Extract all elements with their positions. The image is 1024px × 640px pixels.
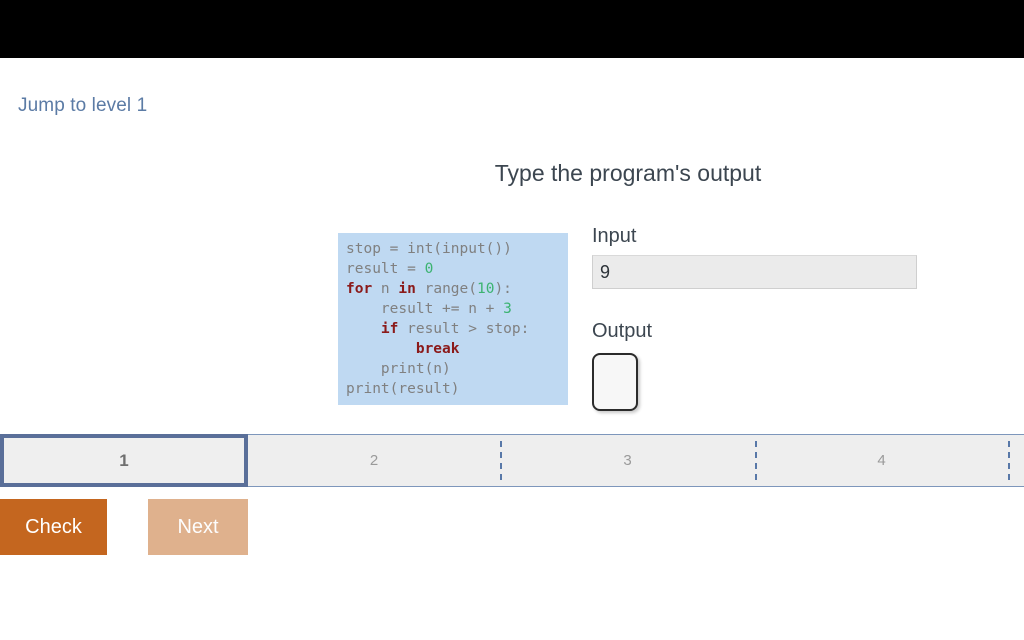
- code-line: result = 0: [346, 261, 434, 277]
- code-line: for n in range(10):: [346, 281, 512, 297]
- output-textarea[interactable]: [592, 353, 638, 411]
- level-segment-1[interactable]: 1: [0, 434, 248, 487]
- code-keyword-break: break: [415, 341, 460, 357]
- code-line: result += n + 3: [346, 301, 512, 317]
- jump-to-level-link[interactable]: Jump to level 1: [18, 95, 148, 116]
- input-label: Input: [592, 225, 637, 247]
- level-segment-4[interactable]: 4: [755, 434, 1008, 487]
- level-segment-label: 2: [369, 452, 379, 469]
- code-line: break: [346, 341, 460, 357]
- level-segment-next-partial[interactable]: [1008, 434, 1024, 487]
- code-block: stop = int(input()) result = 0 for n in …: [338, 233, 568, 405]
- page-title: Type the program's output: [494, 160, 762, 186]
- code-line: stop = int(input()): [346, 241, 512, 257]
- code-keyword-in: in: [398, 281, 416, 297]
- code-number: 3: [503, 301, 512, 317]
- level-segment-3[interactable]: 3: [500, 434, 755, 487]
- code-line: if result > stop:: [380, 321, 530, 337]
- level-progress-bar: 1 2 3 4: [0, 434, 1024, 487]
- level-segment-label: 3: [623, 452, 632, 469]
- code-keyword-for: for: [346, 281, 373, 297]
- code-number: 10: [476, 281, 495, 297]
- code-line: print(n): [346, 361, 451, 377]
- code-line: print(result): [346, 381, 460, 397]
- output-label: Output: [592, 320, 653, 342]
- level-segment-label: 1: [119, 450, 129, 470]
- code-number: 0: [424, 261, 434, 277]
- level-segment-label: 4: [877, 452, 886, 469]
- level-segment-2[interactable]: 2: [248, 434, 500, 487]
- input-field[interactable]: [592, 255, 917, 289]
- code-keyword-if: if: [380, 321, 399, 337]
- check-button[interactable]: Check: [0, 499, 107, 555]
- top-black-bar: [0, 0, 1024, 58]
- next-button[interactable]: Next: [148, 499, 248, 555]
